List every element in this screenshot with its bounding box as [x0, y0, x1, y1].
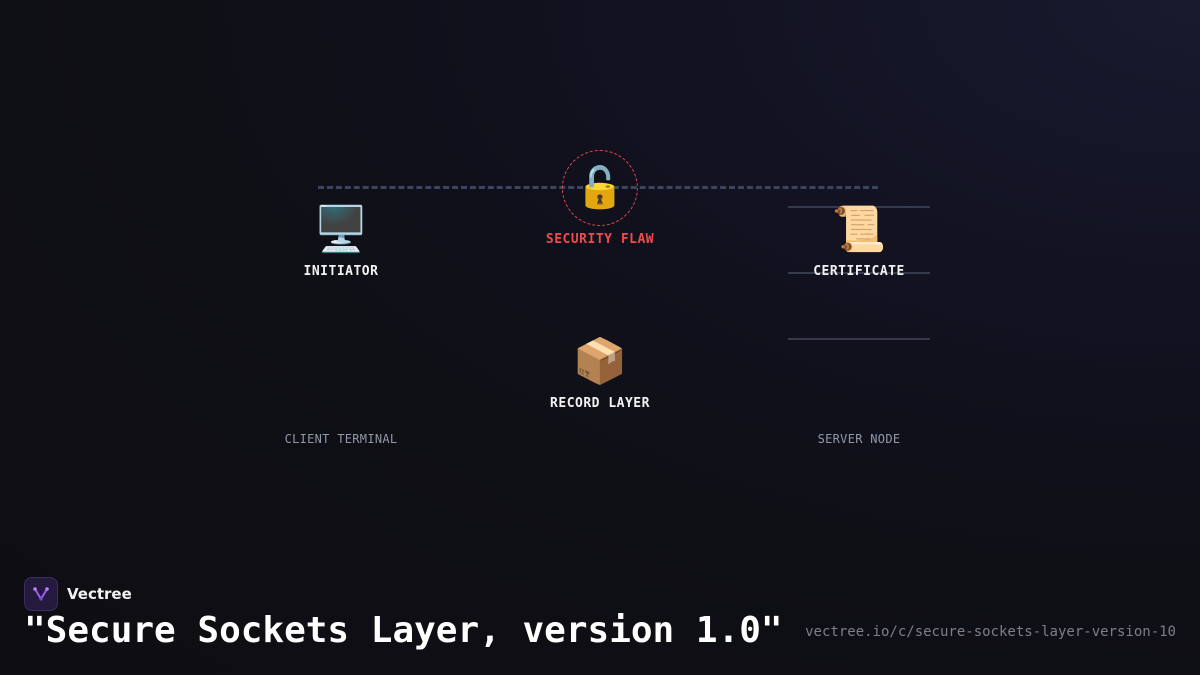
- server-node-caption: SERVER NODE: [817, 432, 901, 446]
- page-title: "Secure Sockets Layer, version 1.0": [24, 610, 783, 651]
- client-terminal-caption: CLIENT TERMINAL: [284, 432, 398, 446]
- scroll-icon: 📜: [831, 204, 887, 255]
- server-divider-line: [788, 272, 930, 274]
- initiator-node: 🖥️ INITIATOR: [304, 204, 379, 279]
- desktop-computer-icon: 🖥️: [313, 204, 369, 255]
- source-url[interactable]: vectree.io/c/secure-sockets-layer-versio…: [805, 624, 1176, 640]
- vectree-logo-icon: [24, 577, 58, 611]
- record-layer-label: RECORD LAYER: [550, 396, 650, 411]
- security-flaw-node: 🔓 SECURITY FLAW: [546, 150, 654, 247]
- certificate-node: 📜 CERTIFICATE: [813, 204, 905, 279]
- security-flaw-label: SECURITY FLAW: [545, 232, 655, 247]
- server-divider-line: [788, 206, 930, 208]
- certificate-label: CERTIFICATE: [813, 264, 905, 279]
- brand-name: Vectree: [67, 585, 132, 603]
- brand: Vectree: [24, 577, 132, 611]
- initiator-label: INITIATOR: [303, 264, 379, 279]
- package-icon: 📦: [572, 336, 628, 387]
- record-layer-node: 📦 RECORD LAYER: [550, 336, 650, 411]
- open-padlock-icon: 🔓: [575, 165, 625, 211]
- flaw-dashed-ring: 🔓: [562, 150, 638, 226]
- server-divider-line: [788, 338, 930, 340]
